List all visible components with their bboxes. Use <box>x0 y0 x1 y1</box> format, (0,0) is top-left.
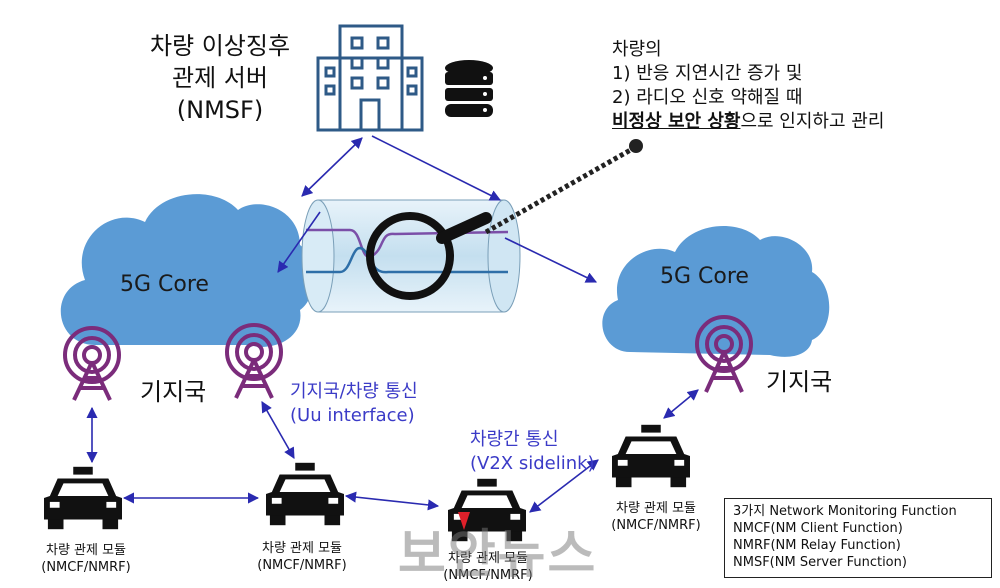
antenna-icon-right <box>695 315 753 393</box>
server-title: 차량 이상징후 관제 서버 (NMSF) <box>120 30 320 126</box>
car-label-3-title: 차량 관제 모듈 <box>447 551 529 566</box>
v2x-line1: 차량간 통신 <box>470 429 559 450</box>
base-station-right-label: 기지국 <box>766 368 833 396</box>
watermark: 보안뉴스 <box>398 525 598 585</box>
car-label-2-sub: (NMCF/NMRF) <box>257 558 347 573</box>
car-label-4-sub: (NMCF/NMRF) <box>611 518 701 533</box>
legend-box: 3가지 Network Monitoring Function NMCF(NM … <box>724 498 992 578</box>
uu-interface-label: 기지국/차량 통신 (Uu interface) <box>290 380 418 428</box>
uu-line1: 기지국/차량 통신 <box>290 381 418 402</box>
magnifier-icon <box>366 212 492 300</box>
connection-arrows <box>86 135 699 513</box>
uu-line2: (Uu interface) <box>290 405 415 426</box>
car-label-4: 차량 관제 모듈 (NMCF/NMRF) <box>586 500 726 534</box>
core-left-label: 5G Core <box>120 272 209 297</box>
antenna-icon-middle <box>225 323 283 399</box>
server-title-line3: (NMSF) <box>176 96 264 124</box>
core-right-label: 5G Core <box>660 264 749 289</box>
car-label-2-title: 차량 관제 모듈 <box>261 541 343 556</box>
car-label-3: 차량 관제 모듈 (NMCF/NMRF) <box>418 550 558 584</box>
antenna-icon-left <box>63 326 121 401</box>
note-emphasis: 비정상 보안 상황 <box>612 111 741 132</box>
warning-marker-icon <box>458 512 470 530</box>
car-icon-1 <box>44 466 122 530</box>
note-line2: 1) 반응 지연시간 증가 및 <box>612 63 803 84</box>
detection-note: 차량의 1) 반응 지연시간 증가 및 2) 라디오 신호 약해질 때 비정상 … <box>612 38 884 134</box>
base-station-left-label: 기지국 <box>140 378 207 406</box>
note-line3: 2) 라디오 신호 약해질 때 <box>612 87 803 108</box>
legend-line4: NMSF(NM Server Function) <box>733 555 907 570</box>
cloud-right <box>602 226 830 357</box>
note-line4: 비정상 보안 상황으로 인지하고 관리 <box>612 110 884 134</box>
server-title-line2: 관제 서버 <box>172 64 268 92</box>
car-label-2: 차량 관제 모듈 (NMCF/NMRF) <box>232 540 372 574</box>
note-line4-rest: 으로 인지하고 관리 <box>740 111 885 132</box>
server-title-line1: 차량 이상징후 <box>149 32 291 60</box>
car-label-1: 차량 관제 모듈 (NMCF/NMRF) <box>16 542 156 576</box>
note-leader-dot <box>629 139 643 153</box>
legend-line2: NMCF(NM Client Function) <box>733 521 903 536</box>
note-leader-line <box>484 145 636 235</box>
legend-line3: NMRF(NM Relay Function) <box>733 538 901 553</box>
cloud-left <box>60 194 314 347</box>
car-label-1-sub: (NMCF/NMRF) <box>41 560 131 575</box>
building-icon <box>316 24 424 132</box>
database-icon <box>445 60 493 117</box>
car-label-4-title: 차량 관제 모듈 <box>615 501 697 516</box>
v2x-line2: (V2X sidelink) <box>470 453 595 474</box>
car-label-3-sub: (NMCF/NMRF) <box>443 568 533 583</box>
car-icon-4 <box>612 424 690 488</box>
car-icon-2 <box>266 462 344 526</box>
car-label-1-title: 차량 관제 모듈 <box>45 543 127 558</box>
note-line1: 차량의 <box>612 39 662 60</box>
legend-line1: 3가지 Network Monitoring Function <box>733 504 957 519</box>
v2x-sidelink-label: 차량간 통신 (V2X sidelink) <box>470 428 595 476</box>
